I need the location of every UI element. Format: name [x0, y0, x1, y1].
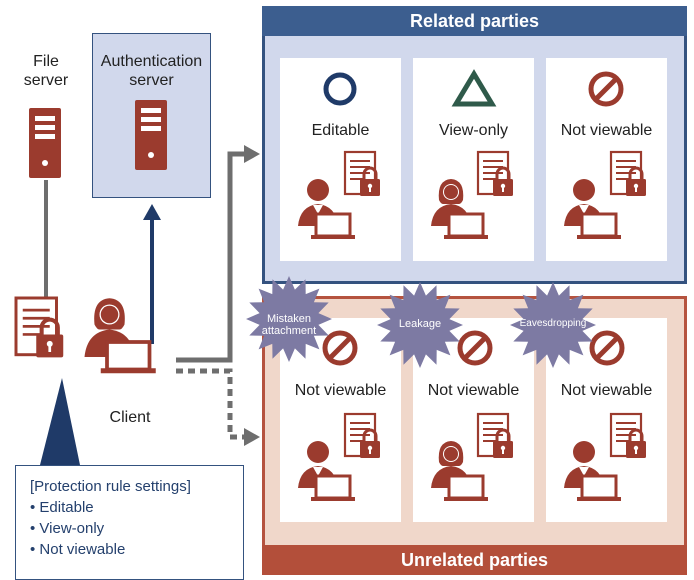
card-label: Not viewable: [427, 382, 520, 399]
authentication-server-label: Authentication server: [100, 53, 203, 89]
card-label: Not viewable: [560, 122, 653, 139]
unrelated-arrow-head: [244, 428, 260, 446]
file-server-label: File server: [23, 53, 69, 89]
rules-item: • Editable: [30, 499, 94, 516]
rules-title: [Protection rule settings]: [30, 478, 191, 495]
rules-item: • View-only: [30, 520, 105, 537]
document-lock-icon: [609, 412, 648, 460]
auth-arrow-head: [143, 204, 161, 220]
protection-rules-box: [Protection rule settings] • Editable • …: [15, 465, 244, 580]
related-parties-title: Related parties: [262, 6, 687, 36]
unrelated-arrow-line: [176, 368, 246, 440]
threat-starburst-icon: [510, 282, 596, 368]
client-label: Client: [109, 409, 151, 426]
prohibited-icon: [460, 333, 490, 363]
prohibited-icon: [592, 333, 622, 363]
circle-icon: [323, 72, 357, 106]
threat-label: Eavesdropping: [519, 318, 587, 329]
card-label: Not viewable: [560, 382, 653, 399]
document-lock-icon: [476, 150, 515, 198]
rules-pointer: [40, 378, 80, 465]
card-label: View-only: [438, 122, 509, 139]
triangle-icon: [451, 69, 497, 107]
prohibited-icon: [325, 333, 355, 363]
authentication-server-icon: [135, 100, 167, 170]
threat-starburst-icon: [377, 282, 463, 368]
threat-starburst-icon: [246, 276, 332, 362]
file-server-icon: [29, 108, 61, 178]
client-person-icon: [82, 296, 158, 376]
related-arrow-line: [176, 151, 246, 363]
threat-label: Leakage: [398, 318, 442, 330]
client-document-lock-icon: [16, 298, 63, 357]
related-arrow-head: [244, 145, 260, 163]
rules-item: • Not viewable: [30, 541, 126, 558]
document-lock-icon: [476, 412, 515, 460]
document-lock-icon: [343, 412, 382, 460]
prohibited-icon: [591, 74, 621, 104]
document-lock-icon: [343, 150, 382, 198]
document-lock-icon: [609, 150, 648, 198]
card-label: Editable: [311, 122, 370, 139]
unrelated-parties-title: Unrelated parties: [262, 545, 687, 575]
threat-label: Mistaken attachment: [261, 313, 317, 337]
card-label: Not viewable: [294, 382, 387, 399]
